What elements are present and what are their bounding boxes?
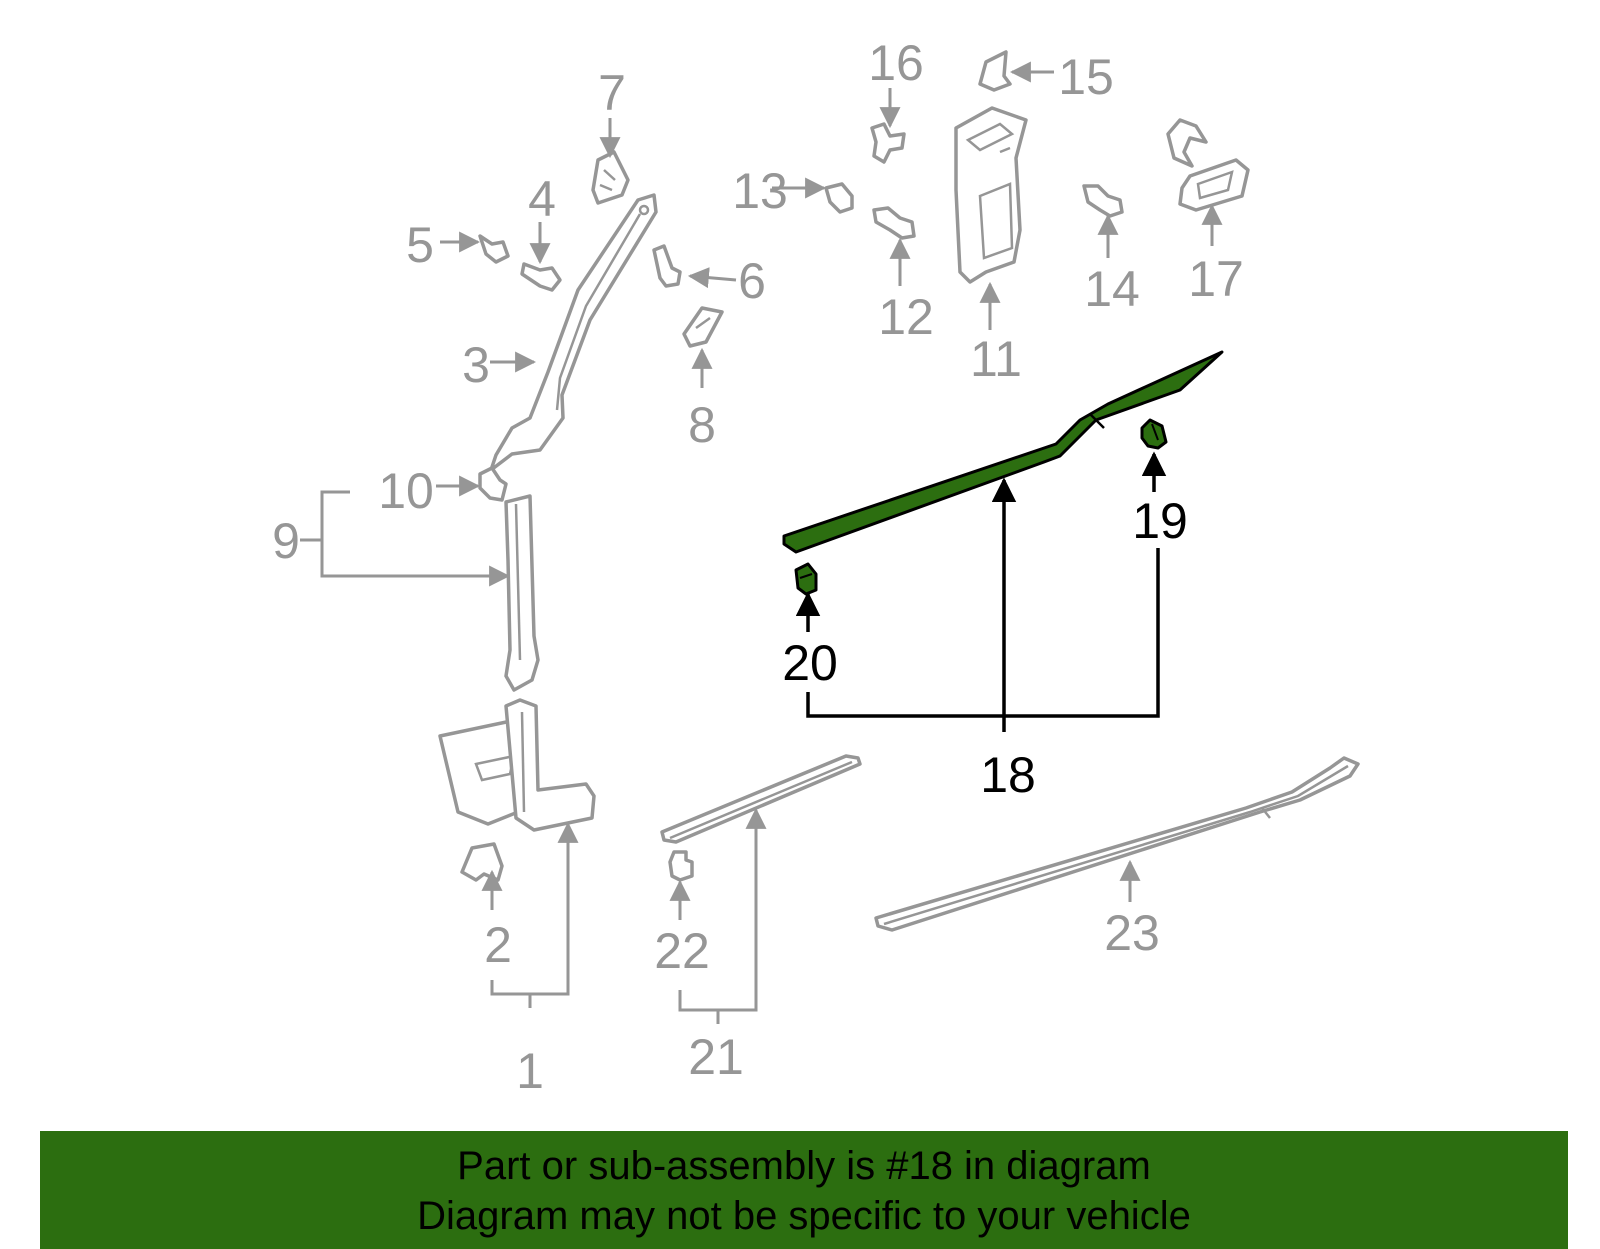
part-18-rocker-molding-highlighted — [782, 350, 1224, 554]
part-15-clip — [978, 50, 1012, 92]
leader-lines-highlighted — [795, 451, 1167, 732]
callout-11: 11 — [970, 331, 1022, 387]
callout-20: 20 — [782, 635, 838, 691]
part-22-clip — [668, 850, 694, 882]
part-1-cowl-trim — [438, 698, 596, 832]
parts-diagram: 1 2 3 4 5 6 7 8 9 10 11 12 13 14 15 16 1… — [272, 35, 1360, 1099]
part-17-handle — [1166, 118, 1250, 212]
callout-4: 4 — [528, 171, 556, 227]
callout-22: 22 — [654, 923, 710, 979]
part-11-b-pillar-trim — [954, 106, 1028, 284]
part-20-clip-highlighted — [794, 562, 818, 596]
callout-16: 16 — [868, 35, 924, 91]
part-13-screw — [824, 182, 854, 214]
callout-2: 2 — [484, 917, 512, 973]
part-14-screw — [1082, 184, 1124, 218]
part-6-bolt — [652, 244, 682, 288]
footer-banner: Part or sub-assembly is #18 in diagram D… — [40, 1131, 1568, 1249]
callout-21: 21 — [688, 1029, 744, 1085]
part-7-bracket — [591, 150, 630, 205]
part-23-rocker-trim — [874, 756, 1360, 932]
callout-3: 3 — [462, 337, 490, 393]
part-12-screw — [872, 206, 916, 240]
callout-9: 9 — [272, 513, 300, 569]
part-21-sill-plate — [660, 754, 862, 844]
part-16-clip — [870, 122, 906, 164]
callout-12: 12 — [878, 289, 934, 345]
callout-23: 23 — [1104, 905, 1160, 961]
callout-18: 18 — [980, 747, 1036, 803]
callout-14: 14 — [1084, 261, 1140, 317]
footer-line-1: Part or sub-assembly is #18 in diagram — [457, 1144, 1151, 1188]
callout-1: 1 — [516, 1043, 544, 1099]
part-8-pad — [682, 306, 724, 348]
callout-10: 10 — [378, 463, 434, 519]
callout-17: 17 — [1188, 251, 1244, 307]
part-3-a-pillar-trim — [489, 193, 658, 472]
part-10-clip — [478, 466, 508, 502]
callout-19: 19 — [1132, 493, 1188, 549]
part-19-clip-highlighted — [1140, 418, 1168, 450]
footer-line-2: Diagram may not be specific to your vehi… — [417, 1194, 1191, 1238]
callout-13: 13 — [732, 163, 788, 219]
part-2-clip — [460, 842, 504, 882]
part-5-clip — [478, 234, 510, 264]
part-4-bolt — [520, 262, 562, 292]
callout-6: 6 — [738, 253, 766, 309]
callout-7: 7 — [598, 65, 626, 121]
leader-lines — [300, 61, 1223, 1024]
callout-15: 15 — [1058, 49, 1114, 105]
callout-5: 5 — [406, 217, 434, 273]
callout-8: 8 — [688, 397, 716, 453]
part-9-pillar-strip — [504, 494, 540, 692]
